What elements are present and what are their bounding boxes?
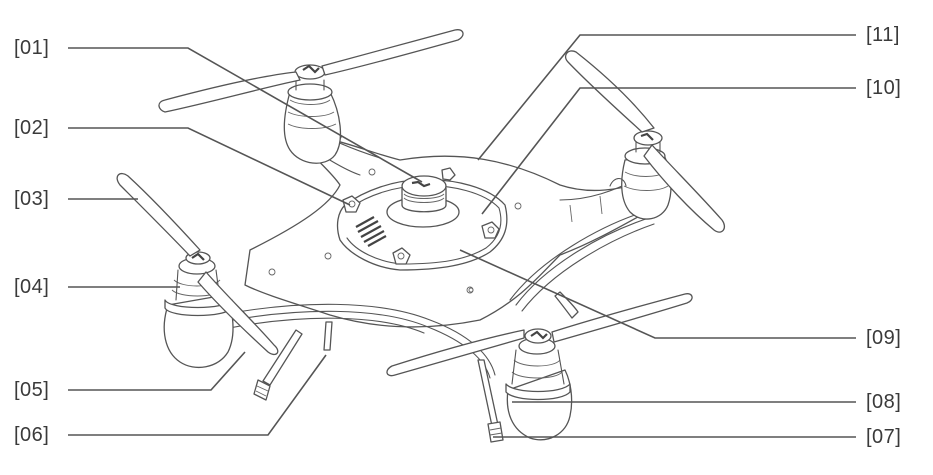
callout-label-05: [05] bbox=[14, 379, 50, 401]
callout-label-06: [06] bbox=[14, 424, 50, 446]
propeller-rear-right bbox=[564, 50, 726, 233]
antenna-left bbox=[253, 329, 303, 401]
callout-label-04: [04] bbox=[14, 276, 50, 298]
leader-line-05 bbox=[68, 351, 246, 391]
vent-grille bbox=[355, 216, 387, 247]
cover-latch bbox=[481, 221, 500, 239]
callout-label-01: [01] bbox=[14, 37, 50, 59]
leader-line-09 bbox=[459, 249, 856, 339]
propeller-front-right bbox=[386, 293, 693, 377]
propeller-rear-left bbox=[158, 29, 464, 113]
leader-line-10 bbox=[481, 87, 856, 215]
landing-leg-left bbox=[323, 321, 333, 351]
callout-label-02: [02] bbox=[14, 117, 50, 139]
leader-line-06 bbox=[68, 354, 327, 436]
callout-label-10: [10] bbox=[866, 77, 902, 99]
leader-line-02 bbox=[68, 127, 351, 206]
leader-line-01 bbox=[68, 47, 423, 183]
motor-front-left bbox=[163, 251, 234, 369]
callout-label-03: [03] bbox=[14, 188, 50, 210]
callout-label-11: [11] bbox=[866, 24, 900, 46]
landing-leg-right bbox=[554, 291, 579, 319]
propeller-front-left bbox=[116, 172, 279, 356]
callout-label-07: [07] bbox=[866, 426, 902, 448]
callout-label-08: [08] bbox=[866, 391, 902, 413]
motor-rear-left bbox=[283, 64, 342, 164]
gps-cap bbox=[386, 175, 460, 228]
antenna-right bbox=[477, 359, 504, 443]
callout-label-09: [09] bbox=[866, 327, 902, 349]
cover-latch bbox=[441, 167, 456, 181]
leader-line-11 bbox=[477, 34, 856, 161]
cover-latch bbox=[392, 247, 411, 265]
leader-lines bbox=[68, 34, 856, 438]
motor-front-right bbox=[505, 328, 573, 441]
